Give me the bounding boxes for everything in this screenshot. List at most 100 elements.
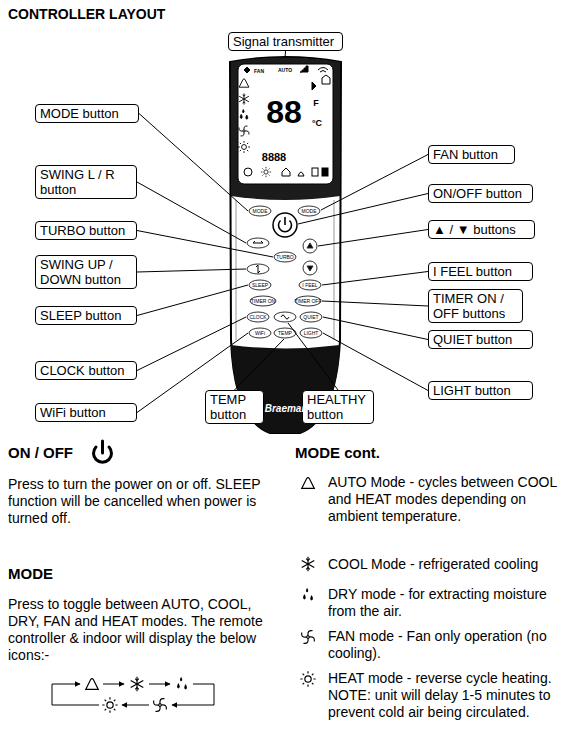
lcd-icons bbox=[244, 67, 250, 73]
mode-cycle bbox=[177, 677, 187, 690]
drawing-part bbox=[52, 684, 99, 705]
leader-line bbox=[137, 285, 248, 316]
callout-text: QUIET button bbox=[433, 332, 528, 347]
callout-box: SWING L / R button bbox=[35, 165, 137, 199]
callout-box: ▲ / ▼ buttons bbox=[428, 220, 535, 239]
mode-description: HEAT mode - reverse cycle heating. NOTE:… bbox=[328, 670, 558, 721]
remote-buttons bbox=[279, 217, 292, 232]
lcd-text: F bbox=[313, 99, 319, 108]
leader-line bbox=[318, 230, 428, 247]
drawing-part bbox=[149, 684, 170, 685]
leader-line bbox=[285, 51, 287, 58]
power-symbol bbox=[94, 441, 112, 462]
callout-box: CLOCK button bbox=[35, 361, 137, 380]
mode-description: COOL Mode - refrigerated cooling bbox=[328, 556, 560, 573]
leader-line bbox=[235, 339, 285, 390]
body-text: Press to toggle between AUTO, COOL, DRY,… bbox=[8, 596, 276, 664]
callout-text: SWING L / R button bbox=[40, 167, 132, 197]
mode-icons bbox=[302, 631, 315, 644]
callout-box: HEALTHY button bbox=[302, 390, 374, 424]
button-label: SLEEP bbox=[252, 283, 268, 288]
lcd-icons bbox=[239, 126, 249, 136]
callout-text: CLOCK button bbox=[40, 363, 132, 378]
lcd-icons bbox=[238, 66, 330, 177]
remote-buttons bbox=[295, 296, 321, 306]
callout-text: FAN button bbox=[433, 147, 510, 162]
callout-text: MODE button bbox=[40, 106, 134, 121]
remote-buttons bbox=[299, 280, 321, 290]
callout-text: HEALTHY button bbox=[307, 392, 369, 422]
drawing-part bbox=[122, 705, 149, 706]
mode-icons bbox=[302, 557, 315, 571]
leader-line bbox=[288, 323, 338, 390]
lcd-icons bbox=[312, 82, 316, 90]
remote-buttons bbox=[256, 265, 260, 273]
remote-buttons bbox=[247, 206, 322, 338]
lcd-text: °C bbox=[312, 119, 322, 128]
callout-box: MODE button bbox=[35, 104, 139, 123]
leader-lines bbox=[137, 51, 428, 413]
lcd-icons bbox=[240, 109, 248, 119]
lcd-icons bbox=[322, 168, 328, 176]
callout-box: TIMER ON / OFF buttons bbox=[428, 289, 523, 323]
callout-box: TURBO button bbox=[35, 221, 137, 240]
lcd-digits: 88 bbox=[266, 96, 302, 128]
mode-cycle bbox=[131, 677, 144, 691]
button-label: CLOCK bbox=[249, 315, 266, 320]
remote-buttons bbox=[247, 312, 269, 322]
mode-description: AUTO Mode - cycles between COOL and HEAT… bbox=[328, 474, 558, 525]
callout-text: WiFi button bbox=[40, 405, 132, 420]
button-label: TEMP bbox=[278, 331, 292, 336]
lcd-icons bbox=[239, 79, 249, 87]
lcd-text: FAN bbox=[254, 69, 264, 74]
remote-buttons bbox=[249, 280, 271, 290]
lcd-icons bbox=[238, 141, 250, 153]
button-label: WiFi bbox=[255, 331, 265, 336]
remote-buttons bbox=[307, 243, 313, 248]
remote-buttons bbox=[249, 328, 271, 338]
callout-text: ON/OFF button bbox=[433, 186, 528, 201]
lcd-icons bbox=[298, 172, 304, 176]
diagram-title: CONTROLLER LAYOUT bbox=[8, 6, 165, 22]
callout-box: SLEEP button bbox=[35, 306, 137, 325]
lcd-icons bbox=[318, 68, 328, 73]
callout-box: TEMP button bbox=[205, 390, 264, 424]
button-label: TURBO bbox=[276, 255, 294, 260]
callout-text: TURBO button bbox=[40, 223, 132, 238]
section-heading: ON / OFF bbox=[8, 444, 73, 462]
leader-line bbox=[137, 317, 246, 371]
lcd-icons bbox=[244, 168, 252, 176]
callout-box: FAN button bbox=[428, 145, 515, 164]
leader-line bbox=[322, 301, 428, 306]
callout-box: ON/OFF button bbox=[428, 184, 533, 203]
power-symbol bbox=[101, 441, 104, 453]
remote-buttons bbox=[249, 206, 271, 216]
mode-icons bbox=[300, 478, 315, 687]
leader-line bbox=[298, 194, 428, 225]
remote-buttons bbox=[247, 238, 269, 248]
remote-buttons bbox=[307, 266, 313, 271]
mode-cycle bbox=[52, 677, 214, 713]
brand-logo: Braemar bbox=[265, 404, 306, 414]
remote-buttons bbox=[247, 264, 269, 274]
mode-cycle bbox=[102, 697, 117, 712]
remote-buttons bbox=[273, 213, 297, 237]
lcd-icons bbox=[312, 168, 318, 176]
callout-box: I FEEL button bbox=[428, 262, 533, 281]
button-label: I FEEL bbox=[302, 283, 317, 288]
remote-buttons bbox=[250, 296, 276, 306]
lcd-digits: 8888 bbox=[262, 152, 286, 163]
callout-text: TIMER ON / OFF buttons bbox=[433, 291, 518, 321]
button-label: MODE bbox=[253, 209, 268, 214]
leader-line bbox=[137, 269, 246, 272]
section-heading: MODE cont. bbox=[295, 444, 380, 462]
mode-icons bbox=[303, 588, 313, 601]
mode-cycle bbox=[154, 699, 167, 712]
remote-buttons bbox=[298, 206, 320, 216]
lcd-icons bbox=[322, 75, 330, 84]
callout-box: SWING UP / DOWN button bbox=[35, 255, 137, 289]
callout-box: WiFi button bbox=[35, 403, 137, 422]
callout-box: QUIET button bbox=[428, 330, 533, 349]
remote-body bbox=[231, 58, 340, 201]
